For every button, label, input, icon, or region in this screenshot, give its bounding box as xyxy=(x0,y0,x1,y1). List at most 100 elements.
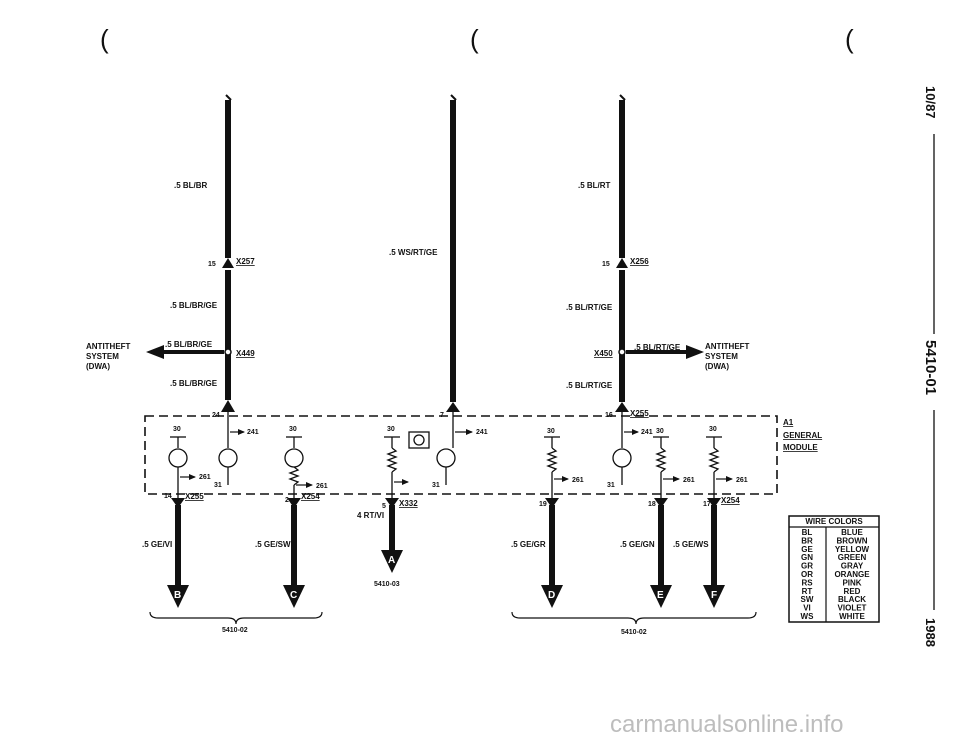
terminal-261: 261 xyxy=(683,477,695,484)
arrow-c-icon xyxy=(283,585,305,608)
antitheft-right-line3: (DWA) xyxy=(705,362,729,371)
dest-f: F xyxy=(711,590,717,601)
label-ge-gn: .5 GE/GN xyxy=(620,540,655,549)
dest-a: A xyxy=(388,555,395,566)
terminal-30: 30 xyxy=(387,426,395,433)
terminal-30: 30 xyxy=(289,426,297,433)
antitheft-right-line1: ANTITHEFT xyxy=(705,342,750,351)
wire-color-name: GRAY xyxy=(841,562,864,571)
brace-right xyxy=(511,611,757,625)
wire-color-name: GREEN xyxy=(838,553,867,562)
connector-x332: X332 xyxy=(399,499,418,508)
terminal-261: 261 xyxy=(316,483,328,490)
wire-color-code: GR xyxy=(801,562,813,571)
pin-16: 16 xyxy=(605,412,613,419)
connector-x257: X257 xyxy=(236,257,255,266)
dest-b: B xyxy=(174,590,181,601)
wire-color-code: RT xyxy=(802,587,813,596)
antitheft-left: ANTITHEFT SYSTEM (DWA) xyxy=(86,342,131,371)
scan-mark: ( xyxy=(845,24,854,54)
terminal-241: 241 xyxy=(641,429,653,436)
arrow-d-icon xyxy=(541,585,563,608)
pin-5: 5 xyxy=(382,503,386,510)
wire-color-name: YELLOW xyxy=(835,545,870,554)
label-ge-ws: .5 GE/WS xyxy=(673,540,709,549)
terminal-261: 261 xyxy=(736,477,748,484)
terminal-30: 30 xyxy=(547,428,555,435)
label-bl-rt-ge: .5 BL/RT/GE xyxy=(566,303,613,312)
wire-color-code: GN xyxy=(801,553,813,562)
module-name-line1: GENERAL xyxy=(783,431,822,440)
wire-color-code: BR xyxy=(801,536,813,545)
wire-color-name: BLUE xyxy=(841,528,863,537)
wire-color-code: OR xyxy=(801,570,813,579)
arrow-b-icon xyxy=(167,585,189,608)
wire-color-code: RS xyxy=(801,578,813,587)
terminal-261: 261 xyxy=(572,477,584,484)
wire-color-name: BROWN xyxy=(836,536,867,545)
side-doc-number: 5410-01 xyxy=(922,340,939,395)
label-bl-br-ge-lower: .5 BL/BR/GE xyxy=(170,379,218,388)
label-bl-br: .5 BL/BR xyxy=(174,181,208,190)
terminal-241: 241 xyxy=(247,429,259,436)
terminal-labels: 30 30 30 30 30 30 241 241 241 261 261 26… xyxy=(173,426,748,490)
wire-color-name: BLACK xyxy=(838,595,866,604)
wire-color-name: WHITE xyxy=(839,612,865,621)
output-wires xyxy=(175,505,717,585)
antitheft-right: ANTITHEFT SYSTEM (DWA) xyxy=(705,342,750,371)
arrow-a-icon xyxy=(381,550,403,573)
dest-e: E xyxy=(657,590,664,601)
side-header: 10/87 5410-01 1988 xyxy=(922,86,939,647)
label-bl-rt-ge-lower: .5 BL/RT/GE xyxy=(566,381,613,390)
module-id: A1 xyxy=(783,418,794,427)
arrow-left-icon xyxy=(146,345,164,359)
terminal-31: 31 xyxy=(607,482,615,489)
terminal-241: 241 xyxy=(476,429,488,436)
connector-x449: X449 xyxy=(236,349,255,358)
arrow-f-icon xyxy=(703,585,725,608)
wire-color-name: RED xyxy=(844,587,861,596)
terminal-31: 31 xyxy=(432,482,440,489)
label-ge-gr: .5 GE/GR xyxy=(511,540,546,549)
pin-17: 17 xyxy=(703,501,711,508)
label-bl-br-ge: .5 BL/BR/GE xyxy=(170,301,218,310)
wire-color-code: WS xyxy=(801,612,815,621)
arrow-e-icon xyxy=(650,585,672,608)
ref-5410-02-left: 5410-02 xyxy=(222,627,248,634)
scan-mark: ( xyxy=(100,24,109,54)
label-ge-sw: .5 GE/SW xyxy=(255,540,291,549)
watermark: carmanualsonline.info xyxy=(610,711,843,738)
antitheft-left-line1: ANTITHEFT xyxy=(86,342,131,351)
pin-14: 14 xyxy=(164,493,172,500)
wire-color-name: VIOLET xyxy=(838,604,867,613)
module-name-line2: MODULE xyxy=(783,443,818,452)
dest-c: C xyxy=(290,590,297,601)
label-bl-rt: .5 BL/RT xyxy=(578,181,611,190)
side-date: 10/87 xyxy=(923,86,938,119)
pin-2: 2 xyxy=(285,497,289,504)
pin-15-left: 15 xyxy=(208,261,216,268)
ref-5410-03: 5410-03 xyxy=(374,581,400,588)
terminal-261: 261 xyxy=(199,474,211,481)
antitheft-left-line2: SYSTEM xyxy=(86,352,119,361)
general-module-box xyxy=(144,415,778,495)
module-internals xyxy=(168,412,722,505)
wire-colors-title: WIRE COLORS xyxy=(805,517,863,526)
label-bl-br-ge-branch: .5 BL/BR/GE xyxy=(165,340,213,349)
wire-color-code: BL xyxy=(802,528,813,537)
pin-19: 19 xyxy=(539,501,547,508)
module-label: A1 GENERAL MODULE xyxy=(783,418,822,452)
antitheft-left-line3: (DWA) xyxy=(86,362,110,371)
label-ws-rt-ge: .5 WS/RT/GE xyxy=(389,248,438,257)
pin-18: 18 xyxy=(648,501,656,508)
label-bl-rt-ge-branch: .5 BL/RT/GE xyxy=(634,343,681,352)
terminal-30: 30 xyxy=(709,426,717,433)
wire-color-code: SW xyxy=(801,595,814,604)
connector-x254-left: X254 xyxy=(301,492,320,501)
wire-color-name: ORANGE xyxy=(834,570,870,579)
terminal-30: 30 xyxy=(656,428,664,435)
label-ge-vi: .5 GE/VI xyxy=(142,540,172,549)
dest-d: D xyxy=(548,590,555,601)
